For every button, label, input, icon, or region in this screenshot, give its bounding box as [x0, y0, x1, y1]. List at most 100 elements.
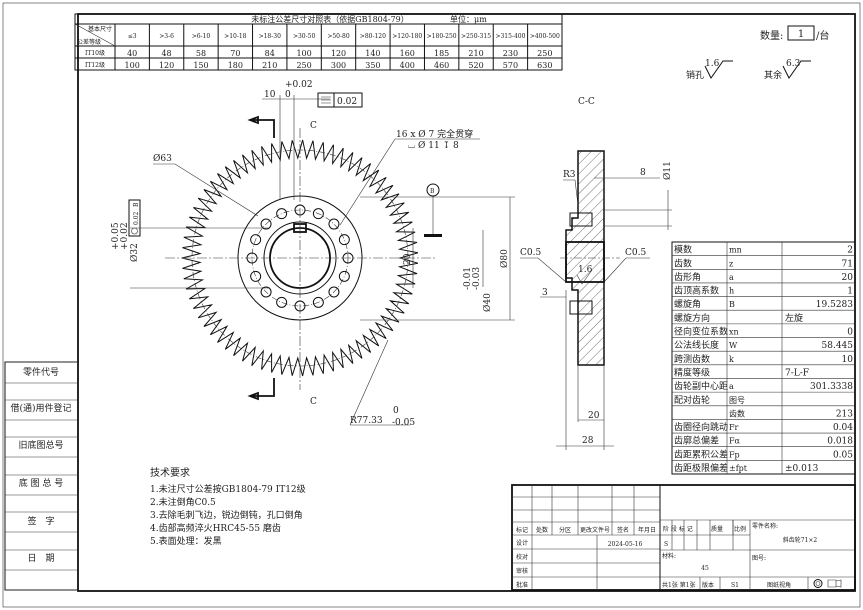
cb-depth-dim: 8: [640, 168, 646, 178]
datum-b: B: [430, 188, 435, 195]
param-symbol: a: [729, 382, 734, 391]
sidebar-label: 日 期: [27, 553, 54, 564]
param-value: 19.5283: [816, 300, 853, 310]
tolerance-cell: 630: [537, 61, 552, 70]
param-symbol: Fr: [729, 423, 739, 432]
param-symbol: 齿数: [729, 408, 745, 418]
material: 45: [701, 565, 709, 572]
projection-symbol-icon: [813, 579, 842, 588]
sidebar-label: 借(通)用件登记: [10, 402, 71, 414]
param-symbol: 图号: [729, 396, 745, 405]
param-name: 齿轮副中心距: [674, 380, 728, 392]
corner-label-bottom: 公差等级: [77, 38, 101, 46]
tolerance-cell: 140: [365, 49, 380, 58]
param-value: 301.3338: [810, 382, 853, 392]
param-value: 0.018: [827, 437, 853, 447]
param-name: 齿形角: [674, 271, 701, 283]
tolerance-cell: 400: [400, 61, 415, 70]
param-symbol: Fα: [729, 437, 741, 446]
quantity-value: 1: [798, 29, 804, 40]
bore-tolerance: +0.05 +0.02 Ø32 0.02 B: [111, 199, 141, 262]
param-symbol: ±fpt: [729, 464, 748, 473]
range-header: >6-10: [192, 33, 211, 40]
role-label: 设计: [516, 539, 528, 547]
tolerance-cell: 230: [503, 49, 518, 58]
rev-header: 签名: [617, 526, 629, 534]
rev-header: 标记: [516, 526, 528, 534]
param-name: 齿数: [674, 257, 692, 269]
stage-value: S: [664, 541, 668, 548]
tech-req-item: 5.表面处理：发黑: [150, 535, 222, 547]
pin-roughness-label: 销孔: [686, 69, 704, 81]
mass-header: 质量: [711, 525, 723, 533]
runout-tol: 0.02: [133, 211, 140, 225]
sidebar-label: 签 字: [27, 515, 54, 527]
tolerance-cell: 570: [503, 61, 518, 70]
param-value: 20: [842, 273, 854, 283]
tolerance-cell: 180: [228, 61, 243, 70]
technical-requirements: 技术要求 1.未注尺寸公差按GB1804-79 IT12级 2.未注倒角C0.5…: [150, 466, 306, 547]
version-label: 版本: [702, 581, 714, 589]
roughness-notes: 销孔 1.6 其余 6.3: [686, 59, 811, 81]
section-title: C-C: [578, 97, 595, 107]
param-symbol: mn: [729, 246, 742, 255]
param-value: 0.04: [833, 423, 853, 433]
drawing-no-label: 图号:: [752, 555, 766, 562]
quantity-unit: /台: [816, 29, 829, 42]
role-label: 审核: [516, 567, 528, 575]
tech-req-item: 4.齿部高频淬火HRC45-55 磨齿: [150, 522, 281, 534]
runout-datum: B: [133, 202, 140, 207]
param-name: 公法线长度: [674, 339, 719, 351]
bolt-hole: [338, 270, 350, 282]
holes-note: 16 x Ø 7 完全贯穿: [396, 128, 473, 140]
tolerance-cell: 70: [230, 49, 240, 58]
param-symbol: B: [729, 300, 735, 309]
design-date: 2024-05-16: [608, 541, 643, 548]
range-header: >10-18: [224, 33, 247, 40]
param-name: 齿廓总偏差: [674, 435, 719, 447]
tolerance-table-unit: 单位：μm: [450, 14, 487, 24]
inner-tol-lower: -0.03: [472, 267, 482, 290]
role-label: 校对: [516, 553, 528, 561]
tech-req-title: 技术要求: [150, 466, 190, 479]
section-mark-bottom: C: [310, 397, 317, 407]
param-name: 齿顶高系数: [674, 285, 719, 297]
tolerance-cell: 100: [125, 61, 140, 70]
param-name: 螺旋角: [674, 298, 701, 310]
sidebar-label: 零件代号: [23, 366, 59, 378]
bore-tol-upper: +0.05: [111, 222, 121, 250]
hub-dia-dim: Ø63: [153, 153, 172, 164]
range-header: >315-400: [495, 33, 525, 40]
outer-hub-dia-dim: Ø80: [499, 249, 510, 268]
param-value: 2: [847, 246, 853, 256]
section-mark-top: C: [310, 121, 317, 131]
other-roughness-value: 6.3: [786, 59, 801, 69]
roughness-symbol-icon: [704, 60, 733, 79]
counterbore-note: ⌴ Ø 11 ↧ 8: [408, 140, 459, 151]
param-symbol: k: [729, 355, 734, 364]
range-header: ≤3: [128, 33, 137, 40]
tolerance-cell: 185: [434, 49, 449, 58]
param-value: 0.05: [833, 450, 853, 460]
step-dim: 3: [542, 288, 548, 298]
symmetry-tol-value: 0.02: [337, 97, 357, 107]
param-symbol: xn: [729, 328, 739, 337]
param-name: 模数: [674, 244, 692, 256]
tolerance-cell: 520: [468, 61, 483, 70]
range-header: >250-315: [461, 33, 491, 40]
param-value: 10: [842, 355, 854, 365]
param-symbol: a: [729, 273, 734, 282]
rev-header: 处数: [536, 526, 548, 534]
stage-header: 阶 段 标 记: [663, 525, 693, 533]
symmetry-tolerance-frame: 0.02: [317, 92, 363, 108]
param-name: 齿距极限偏差: [674, 462, 728, 474]
param-name: 螺旋方向: [674, 312, 710, 324]
sheet-count: 共1张 第1张: [662, 581, 696, 589]
section-arrow-bottom: [247, 378, 275, 401]
role-label: 批准: [516, 581, 528, 589]
param-value: 213: [836, 409, 853, 419]
